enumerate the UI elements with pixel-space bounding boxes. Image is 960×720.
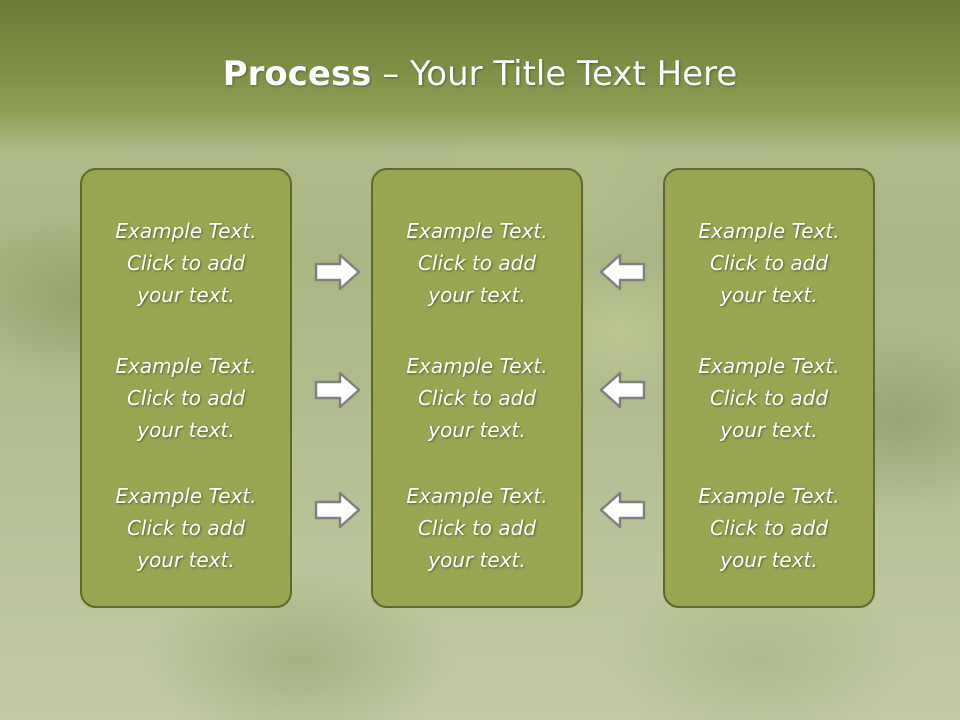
slide-title[interactable]: Process – Your Title Text Here [0, 52, 960, 96]
box-text[interactable]: Example Text. Click to add your text. [406, 219, 548, 307]
box-text[interactable]: Example Text. Click to add your text. [698, 219, 840, 307]
process-box-left[interactable]: Example Text. Click to add your text. Ex… [80, 168, 292, 608]
process-box-center[interactable]: Example Text. Click to add your text. Ex… [371, 168, 583, 608]
box-text[interactable]: Example Text. Click to add your text. [115, 484, 257, 572]
box-text[interactable]: Example Text. Click to add your text. [406, 354, 548, 442]
arrow-left-icon [599, 253, 646, 291]
box-text[interactable]: Example Text. Click to add your text. [698, 484, 840, 572]
arrow-right-icon [314, 371, 361, 409]
arrow-left-icon [599, 491, 646, 529]
process-box-right[interactable]: Example Text. Click to add your text. Ex… [663, 168, 875, 608]
arrow-right-icon [314, 491, 361, 529]
box-text[interactable]: Example Text. Click to add your text. [406, 484, 548, 572]
box-text[interactable]: Example Text. Click to add your text. [698, 354, 840, 442]
title-band [0, 0, 960, 150]
title-bold: Process [222, 54, 372, 94]
arrow-right-icon [314, 253, 361, 291]
box-text[interactable]: Example Text. Click to add your text. [115, 354, 257, 442]
box-text[interactable]: Example Text. Click to add your text. [115, 219, 257, 307]
title-rest: – Your Title Text Here [371, 54, 738, 94]
arrow-left-icon [599, 371, 646, 409]
